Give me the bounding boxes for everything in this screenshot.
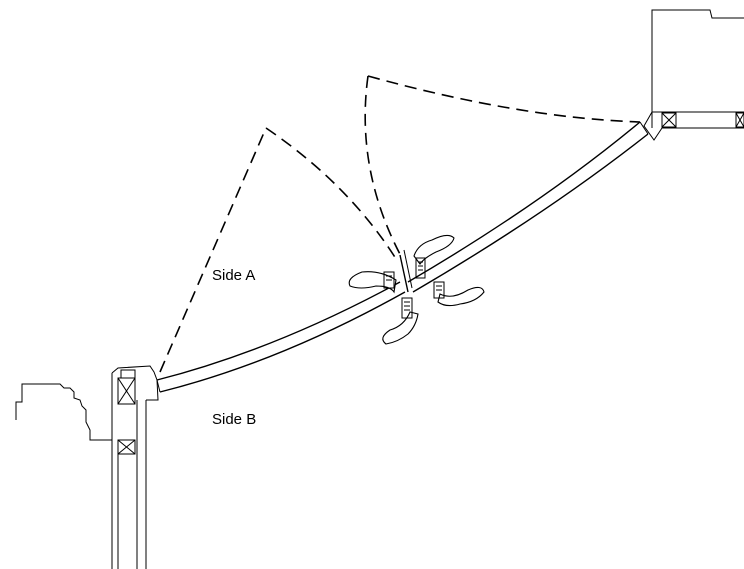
lever-handle-lower-right — [433, 281, 485, 307]
label-side-b: Side B — [212, 411, 256, 428]
door-leaf-left — [156, 281, 406, 393]
left-wall — [111, 365, 159, 569]
door-leaf-right — [407, 121, 649, 293]
lever-handle-upper-left — [348, 271, 397, 294]
door-swing-arcs — [159, 75, 641, 373]
meeting-stiles — [399, 249, 413, 293]
label-side-a: Side A — [212, 267, 255, 284]
lever-handle-upper-right — [413, 234, 455, 279]
lever-handle-lower-left — [382, 297, 419, 345]
right-wall — [643, 9, 744, 141]
left-casing-moulding — [15, 383, 112, 441]
